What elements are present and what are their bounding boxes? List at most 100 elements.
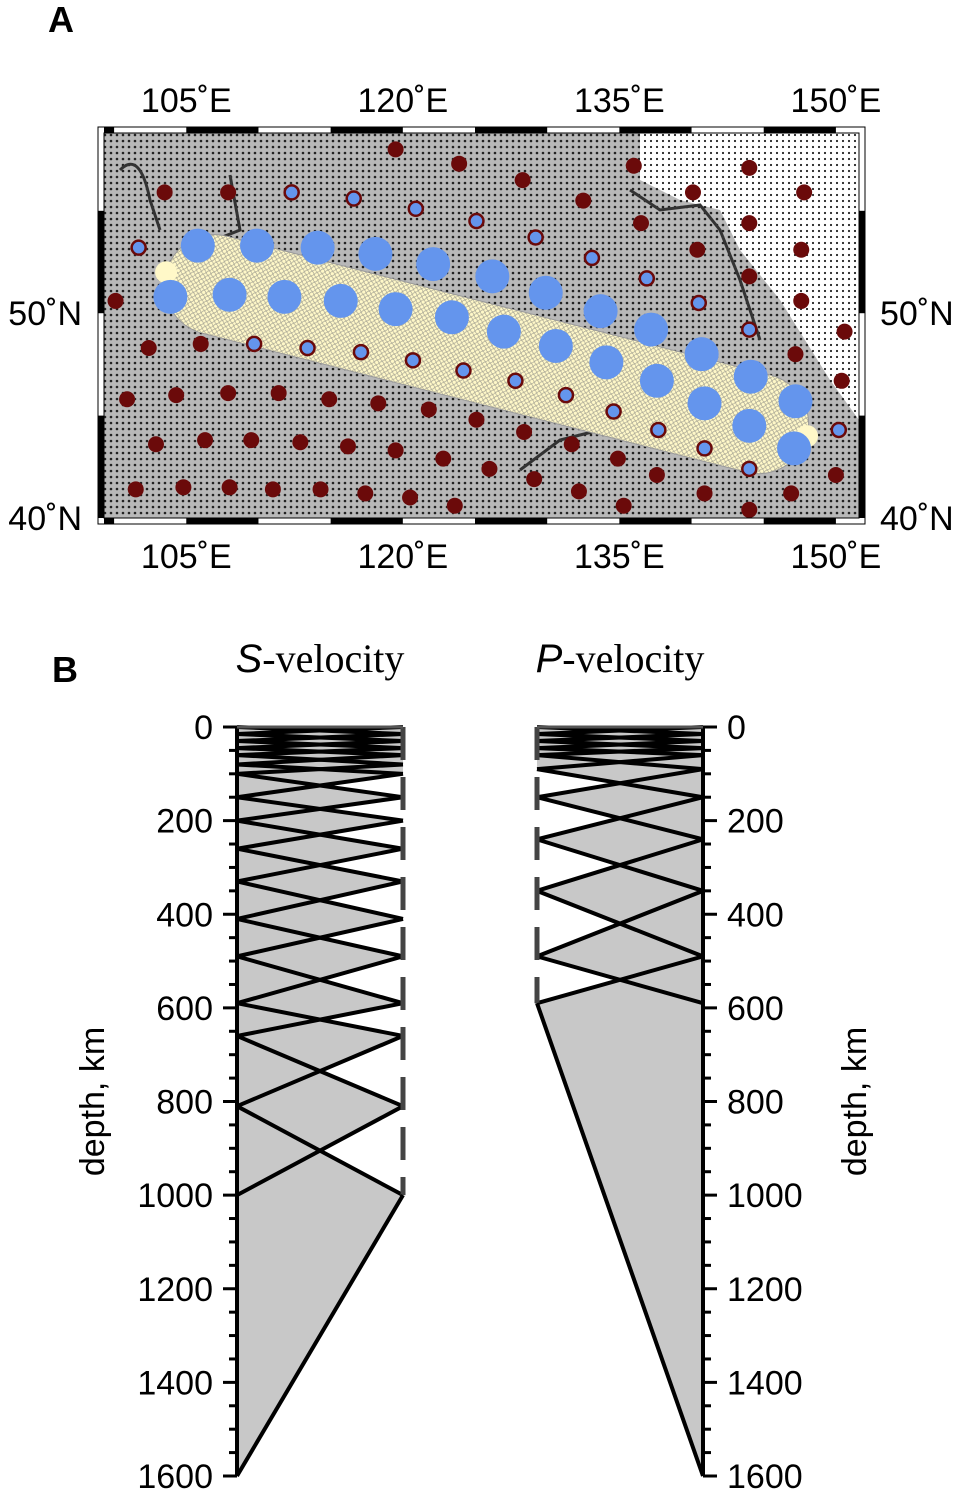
station-in-band bbox=[830, 421, 848, 439]
event-circle bbox=[589, 345, 624, 380]
fill-area bbox=[537, 727, 703, 1476]
station-dot bbox=[264, 481, 281, 498]
frame-segment bbox=[330, 518, 403, 524]
station-dot bbox=[633, 215, 650, 232]
ray-segment bbox=[236, 795, 404, 823]
white-wedge bbox=[320, 1106, 403, 1196]
station-dot bbox=[127, 481, 144, 498]
taper-edge bbox=[535, 1002, 705, 1477]
event-circle bbox=[634, 312, 669, 347]
depth-tick-label-right: 400 bbox=[727, 896, 784, 934]
lon-tick-label-bottom: 135˚E bbox=[574, 538, 665, 576]
p-velocity-profile: P-velocity bbox=[534, 636, 717, 1478]
frame-segment bbox=[475, 127, 548, 133]
station-in-band bbox=[741, 460, 758, 478]
station-dot bbox=[420, 401, 437, 418]
depth-tick-label-right: 800 bbox=[727, 1084, 784, 1122]
coastlines bbox=[118, 162, 762, 472]
station-in-band bbox=[283, 184, 300, 201]
ray-segment bbox=[236, 954, 404, 1006]
station-dot bbox=[312, 481, 329, 498]
depth-axis-label-right: depth, km bbox=[836, 1027, 874, 1176]
white-wedge bbox=[320, 797, 403, 821]
station-dot bbox=[387, 141, 404, 158]
frame-segment bbox=[104, 127, 115, 133]
lat-tick-label-left: 40˚N bbox=[8, 500, 82, 538]
ray-segment bbox=[536, 732, 704, 744]
ray-segment bbox=[236, 732, 404, 744]
depth-tick-label-right: 1000 bbox=[727, 1177, 803, 1215]
station-dot bbox=[793, 241, 810, 258]
event-circle bbox=[416, 247, 451, 282]
frame-segment bbox=[475, 518, 548, 524]
event-circle bbox=[732, 408, 767, 443]
lon-tick-label-top: 135˚E bbox=[574, 82, 665, 120]
frame-segment bbox=[98, 415, 104, 518]
station-in-band bbox=[583, 249, 601, 267]
frame-segment bbox=[98, 210, 104, 314]
lon-tick-label-bottom: 120˚E bbox=[357, 538, 448, 576]
station-dot bbox=[796, 184, 813, 201]
station-dot bbox=[370, 395, 387, 412]
station-dot bbox=[156, 184, 173, 201]
event-circle bbox=[358, 236, 393, 271]
profile-title: S-velocity bbox=[236, 636, 405, 681]
event-circle bbox=[300, 230, 335, 265]
event-circle bbox=[212, 277, 247, 312]
station-dot bbox=[243, 432, 260, 449]
station-dot bbox=[787, 346, 804, 363]
station-in-band bbox=[507, 372, 524, 390]
frame-segment bbox=[859, 415, 865, 518]
station-in-band bbox=[557, 386, 575, 404]
station-dot bbox=[446, 497, 463, 514]
station-dot bbox=[689, 241, 706, 258]
sea-area bbox=[640, 133, 859, 420]
ray-segment bbox=[236, 753, 404, 767]
event-circle bbox=[180, 228, 215, 263]
station-in-band bbox=[352, 343, 370, 361]
station-dot bbox=[481, 460, 498, 477]
frame-segment bbox=[619, 518, 692, 524]
title-rest: -velocity bbox=[562, 636, 704, 681]
station-dot bbox=[696, 485, 713, 502]
title-italic: S bbox=[236, 637, 263, 681]
station-dot bbox=[648, 466, 665, 483]
depth-tick-label-left: 1000 bbox=[137, 1177, 213, 1215]
lon-tick-label-bottom: 105˚E bbox=[141, 538, 232, 576]
ray-segment bbox=[536, 954, 704, 1006]
station-in-band bbox=[245, 335, 263, 353]
depth-tick-label-left: 400 bbox=[156, 896, 213, 934]
station-in-band bbox=[690, 294, 708, 312]
station-dot bbox=[570, 483, 587, 500]
ray-segment bbox=[236, 762, 404, 776]
depth-tick-label-right: 1400 bbox=[727, 1364, 803, 1402]
station-dot bbox=[684, 184, 701, 201]
station-in-band bbox=[130, 239, 147, 256]
white-wedge bbox=[320, 918, 403, 957]
event-circle bbox=[777, 431, 812, 466]
ray-segment bbox=[536, 888, 704, 959]
white-wedge bbox=[320, 820, 403, 849]
ray-segment bbox=[536, 746, 704, 758]
station-dot bbox=[292, 434, 309, 451]
station-dot bbox=[741, 268, 758, 285]
white-wedge bbox=[320, 773, 403, 798]
station-dot bbox=[783, 485, 800, 502]
ray-segment bbox=[536, 795, 704, 842]
event-circle bbox=[434, 300, 469, 335]
event-circle bbox=[378, 292, 413, 327]
station-in-band bbox=[605, 403, 622, 420]
event-circle bbox=[486, 314, 521, 349]
station-dot bbox=[192, 335, 209, 352]
ray-segment bbox=[236, 846, 404, 884]
ray-segment bbox=[236, 746, 404, 758]
station-in-band bbox=[468, 212, 485, 230]
station-dot bbox=[563, 436, 580, 453]
station-dot bbox=[175, 479, 192, 496]
station-in-band bbox=[404, 352, 422, 369]
event-circle bbox=[267, 279, 302, 314]
event-circle bbox=[323, 283, 358, 318]
frame-segment bbox=[763, 518, 836, 524]
station-dot bbox=[516, 423, 533, 440]
station-in-band bbox=[638, 270, 656, 287]
